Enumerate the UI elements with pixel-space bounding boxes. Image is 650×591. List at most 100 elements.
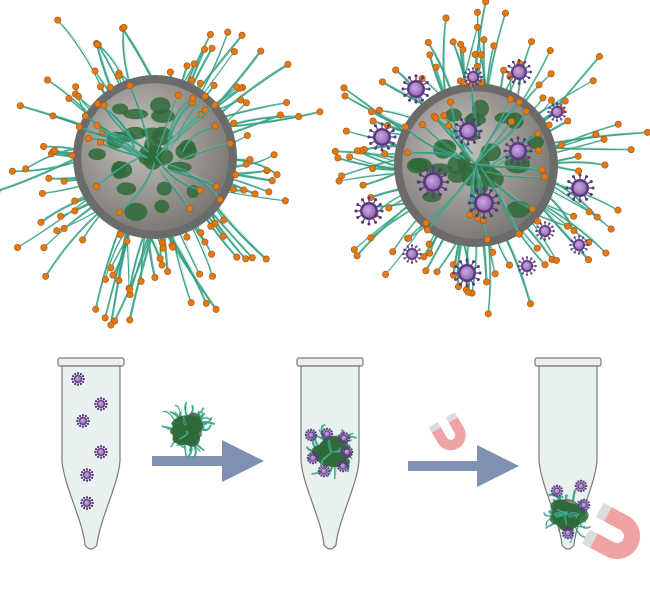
strand-tip — [208, 250, 216, 258]
strand-tip — [589, 77, 597, 85]
strand-tip — [107, 264, 115, 272]
strand-tip — [174, 91, 182, 99]
strand-tip — [534, 130, 542, 138]
strand-tip — [526, 300, 534, 308]
strand-tip — [539, 94, 547, 102]
strand-tip — [614, 206, 622, 214]
strand-tip — [224, 28, 232, 36]
strand-tip — [116, 231, 124, 239]
strand-tip — [109, 271, 117, 279]
strand-tip — [477, 51, 485, 59]
strand-tip — [238, 31, 246, 39]
strand-tip — [156, 255, 164, 263]
virus-particle — [574, 479, 588, 493]
virus-particle — [80, 468, 94, 482]
virus-particle — [402, 244, 422, 264]
strand-tip — [445, 122, 453, 130]
surface-blob — [150, 97, 171, 114]
strand-tip — [433, 268, 441, 276]
strand-tip — [440, 112, 448, 120]
strand-tip — [546, 47, 554, 55]
virus-particle — [569, 235, 589, 255]
strand-tip — [268, 177, 276, 185]
strand-tip — [126, 285, 134, 293]
strand-tip — [126, 81, 134, 89]
strand-tip — [340, 84, 348, 92]
strand-tip — [276, 111, 284, 119]
strand-tip — [341, 92, 349, 100]
strand-tip — [508, 117, 516, 125]
strand-tip — [585, 208, 593, 216]
virus-particle — [76, 414, 90, 428]
strand-tip — [501, 9, 509, 17]
surface-blob — [116, 182, 137, 196]
strand-tip — [601, 161, 609, 169]
strand-tip — [600, 135, 608, 143]
strand-tip — [643, 128, 650, 136]
strand-tip — [211, 219, 219, 227]
virus-particle — [565, 173, 595, 203]
strand-tip — [93, 122, 101, 130]
strand-tip — [251, 190, 259, 198]
strand-tip — [197, 229, 205, 237]
strand-tip — [212, 183, 220, 191]
tube-cap — [57, 357, 125, 367]
strand-tip — [541, 261, 549, 269]
strand-tip — [246, 156, 254, 164]
strand-tip — [584, 256, 592, 264]
virus-particle — [337, 431, 351, 445]
strand-tip — [40, 244, 48, 252]
bead-in-tube — [543, 489, 591, 544]
virus-particle — [401, 74, 431, 104]
strand-tip — [101, 275, 109, 283]
strand-tip — [211, 101, 219, 109]
strand-tip — [166, 68, 174, 76]
strand-tip — [392, 66, 400, 74]
strand-tip — [49, 112, 57, 120]
strand-tip — [126, 316, 134, 324]
surface-blob — [478, 166, 498, 180]
strand-tip — [515, 98, 523, 106]
strand-tip — [482, 0, 490, 6]
strand-tip — [208, 44, 216, 52]
virus-particle — [416, 165, 450, 199]
tube-beads-binding — [296, 357, 364, 550]
strand-tip — [201, 92, 209, 100]
surface-blob — [409, 158, 432, 172]
surface-blob — [156, 181, 172, 196]
strand-tip — [212, 305, 220, 313]
strand-tip — [378, 78, 386, 86]
strand-tip — [202, 299, 210, 307]
strand-tip — [545, 121, 553, 129]
strand-tip — [447, 98, 455, 106]
strand-tip — [350, 246, 358, 254]
strand-tip — [460, 78, 468, 86]
strand-tip — [196, 270, 204, 278]
strand-tip — [45, 174, 53, 182]
strand-tip — [137, 277, 145, 285]
strand-tip — [426, 249, 434, 257]
strand-tip — [42, 272, 50, 280]
strand-tip — [419, 121, 427, 129]
strand-tip — [92, 305, 100, 313]
strand-tip — [359, 181, 367, 189]
strand-tip — [270, 151, 278, 159]
strand-tip — [116, 208, 124, 216]
strand-tip — [230, 48, 238, 56]
strand-tip — [533, 217, 541, 225]
virus-particle — [336, 459, 350, 473]
strand-tip — [79, 236, 87, 244]
strand-tip — [369, 117, 377, 125]
strand-tip — [92, 182, 100, 190]
strand-tip — [72, 83, 80, 91]
polymer-strands-front — [331, 0, 650, 318]
strand-tip — [471, 51, 479, 59]
strand-tip — [65, 94, 73, 102]
bead-core — [73, 75, 237, 239]
strand-tip — [243, 132, 251, 140]
strand-tip — [284, 60, 292, 68]
strand-tip — [220, 216, 228, 224]
strand-tip — [85, 135, 93, 143]
strand-tip — [187, 299, 195, 307]
